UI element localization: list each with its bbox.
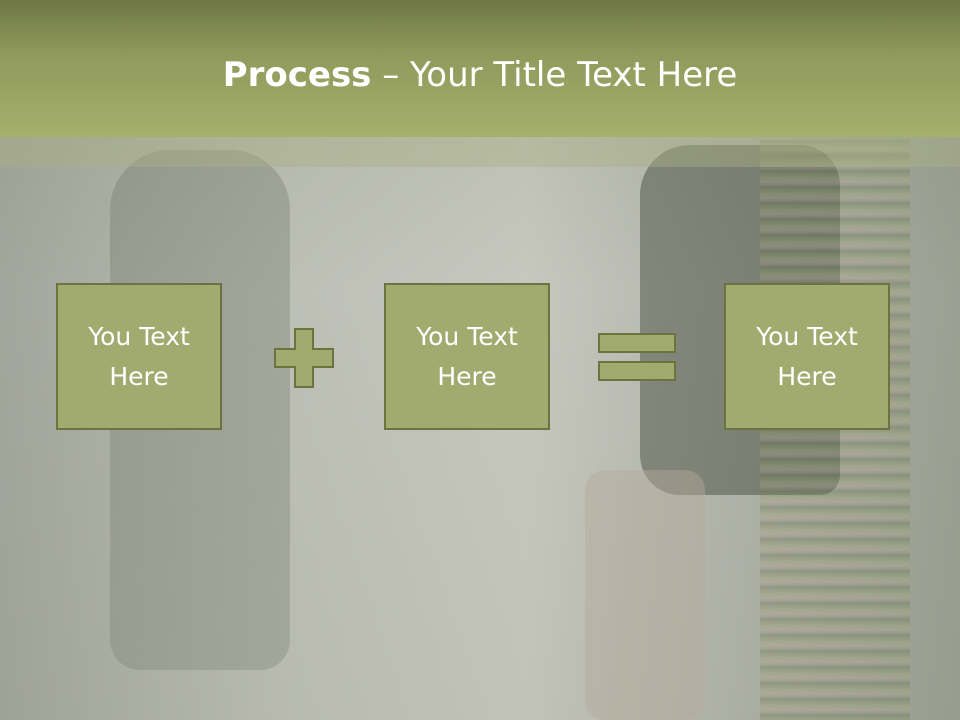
process-box-2[interactable]: You Text Here [384, 283, 550, 430]
process-box-3[interactable]: You Text Here [724, 283, 890, 430]
equals-icon [598, 333, 676, 381]
title-rest: – Your Title Text Here [371, 55, 738, 95]
process-box-1-text: You Text Here [88, 321, 190, 391]
title-bold: Process [222, 55, 372, 95]
background-curtain [760, 140, 910, 720]
header-band [0, 137, 960, 167]
slide-title: Process – Your Title Text Here [0, 52, 960, 98]
header-bar: Process – Your Title Text Here [0, 0, 960, 137]
process-box-2-text: You Text Here [416, 321, 518, 391]
background-figure-legs [585, 470, 705, 720]
plus-icon [274, 328, 334, 388]
process-box-1[interactable]: You Text Here [56, 283, 222, 430]
process-box-3-text: You Text Here [756, 321, 858, 391]
